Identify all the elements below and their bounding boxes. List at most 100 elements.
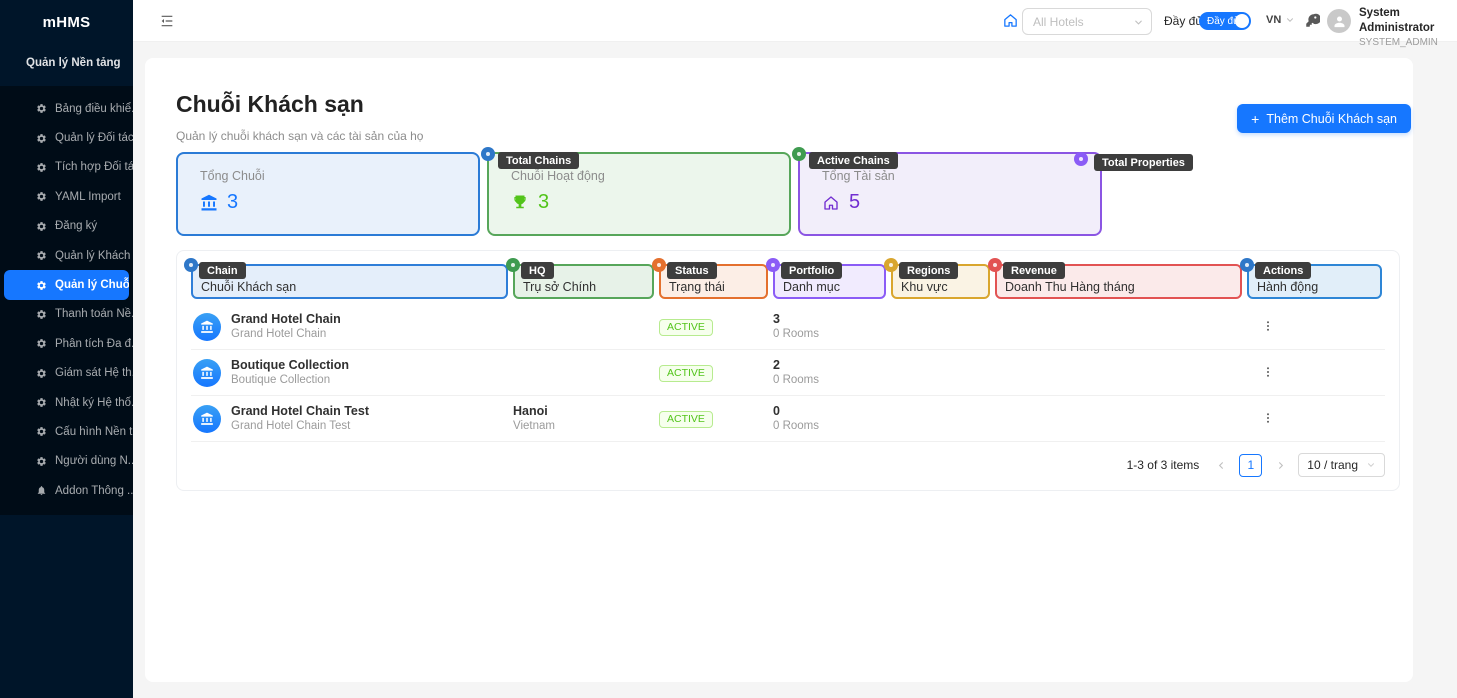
chevron-left-icon bbox=[1216, 460, 1227, 471]
sidebar-item-analytics[interactable]: Phân tích Đa đ... bbox=[0, 329, 133, 358]
sidebar: mHMS Quản lý Nền tảng Bảng điều khiể... … bbox=[0, 0, 133, 698]
sidebar-item-partner-integration[interactable]: Tích hợp Đối tác bbox=[0, 153, 133, 182]
user-icon bbox=[1332, 14, 1347, 29]
column-header-actions: Actions Hành động bbox=[1240, 258, 1387, 299]
annotation-badge: Regions bbox=[899, 262, 959, 279]
home-icon bbox=[822, 194, 840, 212]
column-header-revenue: Revenue Doanh Thu Hàng tháng bbox=[988, 258, 1247, 299]
user-menu[interactable]: System Administrator SYSTEM_ADMIN bbox=[1359, 6, 1457, 49]
sidebar-item-addon-notifications[interactable]: Addon Thông ... bbox=[0, 476, 133, 505]
column-label: Trạng thái bbox=[669, 280, 725, 294]
chevron-down-icon bbox=[1133, 17, 1144, 28]
page-size-select[interactable]: 10 / trang bbox=[1298, 453, 1385, 477]
chains-table: Chain Chuỗi Khách sạn HQ Trụ sở Chính St… bbox=[176, 250, 1400, 491]
add-chain-button-label: Thêm Chuỗi Khách sạn bbox=[1266, 111, 1397, 126]
user-name: System Administrator bbox=[1359, 7, 1435, 34]
top-header: Đầy đủ Đầy đủ VN System Administrator SY… bbox=[133, 0, 1457, 48]
sidebar-item-label: Thanh toán Nề... bbox=[55, 308, 133, 321]
annotation-badge: Revenue bbox=[1003, 262, 1065, 279]
column-label: Danh mục bbox=[783, 280, 840, 294]
sidebar-item-label: Tích hợp Đối tác bbox=[55, 161, 133, 174]
sidebar-item-guest-management[interactable]: Quản lý Khách ... bbox=[0, 241, 133, 270]
gear-icon bbox=[36, 309, 47, 320]
sidebar-item-platform-billing[interactable]: Thanh toán Nề... bbox=[0, 300, 133, 329]
sidebar-item-platform-users[interactable]: Người dùng N... bbox=[0, 447, 133, 476]
table-row: Grand Hotel Chain Test Grand Hotel Chain… bbox=[191, 396, 1385, 442]
bell-icon bbox=[36, 485, 47, 496]
bank-icon bbox=[200, 320, 214, 334]
portfolio-count: 0 bbox=[773, 403, 780, 418]
plus-icon: + bbox=[1251, 110, 1260, 127]
annotation-marker bbox=[184, 258, 198, 272]
sidebar-item-yaml-import[interactable]: YAML Import bbox=[0, 182, 133, 211]
home-icon[interactable] bbox=[1002, 12, 1019, 29]
annotation-marker bbox=[792, 147, 806, 161]
row-actions-button[interactable] bbox=[1247, 410, 1387, 428]
sidebar-item-platform-config[interactable]: Cấu hình Nền t... bbox=[0, 417, 133, 446]
sidebar-item-system-logs[interactable]: Nhật ký Hệ thố... bbox=[0, 388, 133, 417]
stat-value: 5 bbox=[849, 191, 861, 213]
more-vertical-icon bbox=[1261, 411, 1275, 425]
prev-page-button[interactable] bbox=[1211, 454, 1231, 476]
sidebar-item-chain-management[interactable]: Quản lý Chuỗi ... bbox=[4, 270, 129, 300]
gear-icon bbox=[36, 191, 47, 202]
gear-icon bbox=[36, 280, 47, 291]
main-content: Chuỗi Khách sạn Quản lý chuỗi khách sạn … bbox=[145, 58, 1413, 682]
stat-card-total-properties: Active Chains Tổng Tài sản 5 bbox=[792, 147, 1102, 236]
portfolio-rooms: 0 Rooms bbox=[773, 373, 820, 386]
annotation-marker bbox=[1074, 152, 1088, 166]
column-header-regions: Regions Khu vực bbox=[884, 258, 995, 299]
gear-icon bbox=[36, 133, 47, 144]
key-icon[interactable] bbox=[1305, 13, 1320, 28]
sidebar-group-platform[interactable]: Quản lý Nền tảng bbox=[0, 48, 133, 78]
portfolio-rooms: 0 Rooms bbox=[773, 419, 820, 432]
stat-label: Chuỗi Hoạt động bbox=[511, 169, 605, 183]
column-label: Doanh Thu Hàng tháng bbox=[1005, 280, 1135, 294]
annotation-marker bbox=[481, 147, 495, 161]
chain-name: Grand Hotel Chain Test bbox=[231, 403, 369, 418]
stat-card-active-chains: Total Chains Chuỗi Hoạt động 3 bbox=[481, 147, 791, 236]
sidebar-item-dashboard[interactable]: Bảng điều khiể... bbox=[0, 94, 133, 123]
next-page-button[interactable] bbox=[1270, 454, 1290, 476]
sidebar-item-partner-management[interactable]: Quản lý Đối tác bbox=[0, 123, 133, 152]
chain-avatar bbox=[193, 358, 221, 387]
chevron-right-icon bbox=[1275, 460, 1286, 471]
mode-toggle[interactable]: Đầy đủ bbox=[1199, 12, 1251, 30]
language-select[interactable]: VN bbox=[1266, 14, 1295, 26]
pagination: 1-3 of 3 items 1 10 / trang bbox=[177, 442, 1399, 490]
hotel-select[interactable] bbox=[1022, 8, 1152, 35]
column-label: Trụ sở Chính bbox=[523, 280, 597, 294]
sidebar-item-system-monitoring[interactable]: Giám sát Hệ th... bbox=[0, 359, 133, 388]
row-actions-button[interactable] bbox=[1247, 318, 1387, 336]
sidebar-item-label: Người dùng N... bbox=[55, 455, 133, 468]
trophy-icon bbox=[511, 194, 529, 212]
chain-avatar bbox=[193, 312, 221, 341]
bank-icon bbox=[200, 194, 218, 212]
gear-icon bbox=[36, 426, 47, 437]
page-number-button[interactable]: 1 bbox=[1239, 453, 1263, 477]
table-header-row: Chain Chuỗi Khách sạn HQ Trụ sở Chính St… bbox=[177, 251, 1399, 304]
add-chain-button[interactable]: + Thêm Chuỗi Khách sạn bbox=[1237, 104, 1411, 133]
app-logo: mHMS bbox=[42, 13, 91, 31]
sidebar-item-registration[interactable]: Đăng ký bbox=[0, 212, 133, 241]
column-header-portfolio: Portfolio Danh mục bbox=[766, 258, 891, 299]
gear-icon bbox=[36, 103, 47, 114]
annotation-marker bbox=[652, 258, 666, 272]
menu-fold-icon[interactable] bbox=[159, 13, 175, 29]
user-role: SYSTEM_ADMIN bbox=[1359, 37, 1438, 48]
chevron-down-icon bbox=[1366, 460, 1376, 470]
status-badge: ACTIVE bbox=[659, 318, 713, 336]
row-actions-button[interactable] bbox=[1247, 364, 1387, 382]
sidebar-item-label: Đăng ký bbox=[55, 220, 98, 233]
annotation-badge: HQ bbox=[521, 262, 554, 279]
mode-toggle-text: Đầy đủ bbox=[1207, 15, 1239, 27]
hotel-select-input[interactable] bbox=[1033, 14, 1129, 29]
mode-label: Đầy đủ bbox=[1164, 14, 1203, 28]
sidebar-item-label: Quản lý Chuỗi ... bbox=[55, 279, 129, 292]
chain-subtitle: Grand Hotel Chain bbox=[231, 327, 327, 340]
annotation-badge: Total Properties bbox=[1094, 154, 1193, 171]
more-vertical-icon bbox=[1261, 319, 1275, 333]
column-header-status: Status Trạng thái bbox=[652, 258, 773, 299]
avatar[interactable] bbox=[1327, 9, 1351, 33]
status-badge: ACTIVE bbox=[659, 410, 713, 428]
